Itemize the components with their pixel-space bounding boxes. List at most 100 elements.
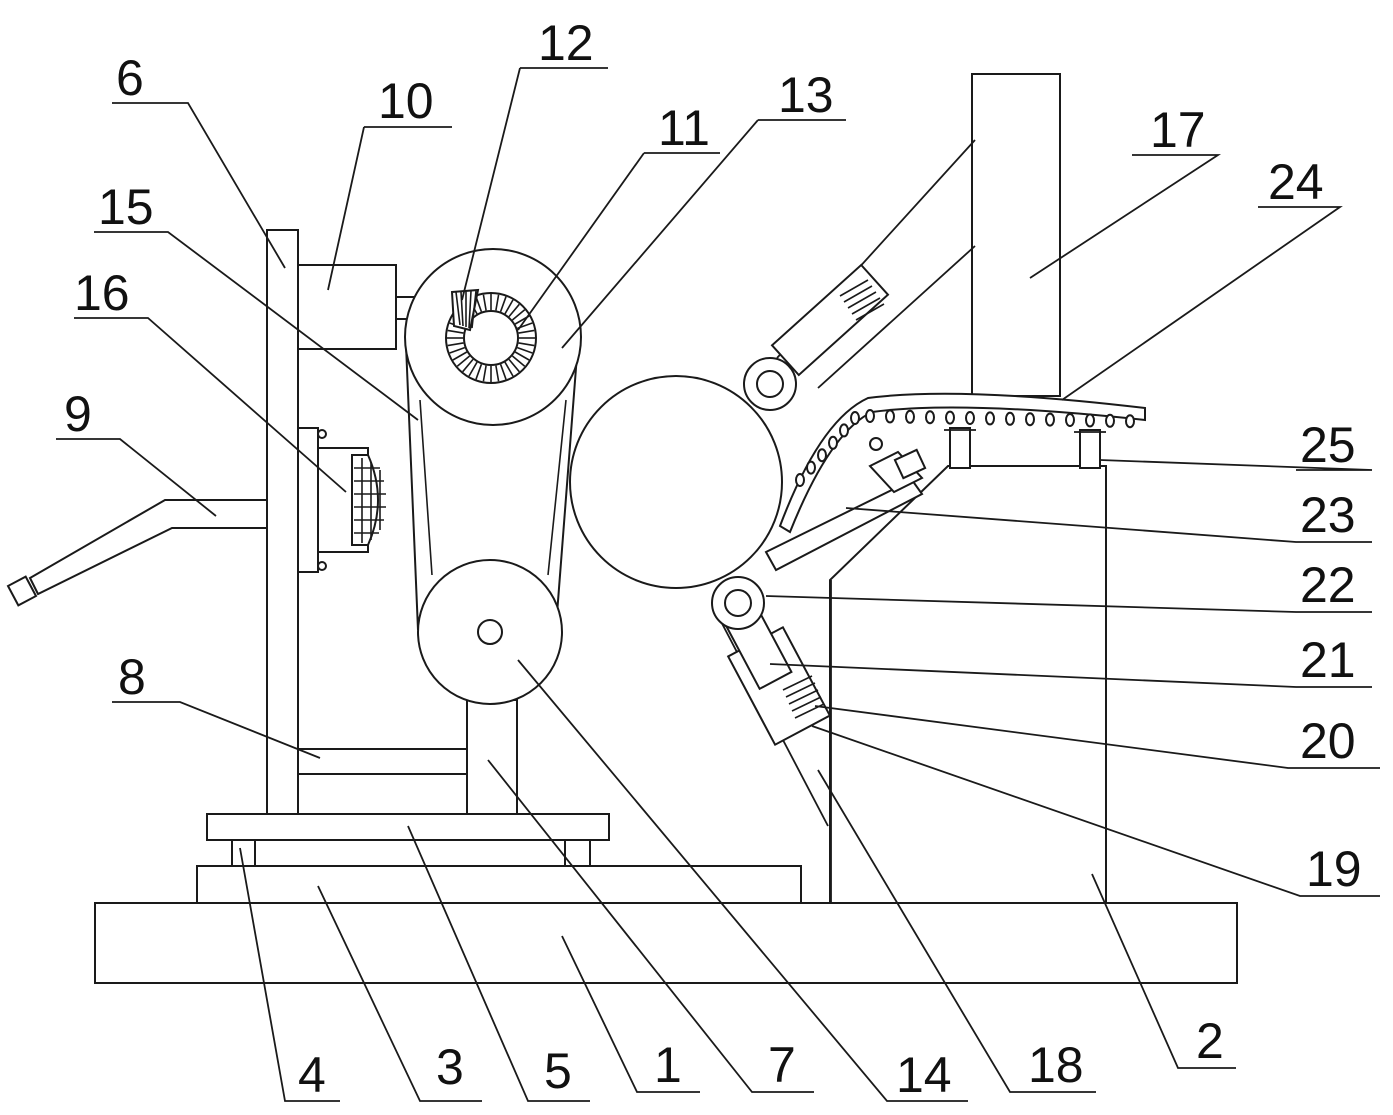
upper-press-sleeve: [770, 263, 890, 377]
column: [971, 73, 1061, 397]
support-column: [466, 699, 518, 815]
spray-hole: [828, 435, 838, 450]
gear-tooth: [499, 364, 507, 380]
main-roller: [569, 375, 783, 589]
gear-tooth: [508, 358, 520, 373]
spray-hole: [1105, 413, 1115, 428]
spray-nozzle: [868, 450, 924, 494]
label-14: 14: [896, 1047, 952, 1103]
gear-tooth: [517, 346, 533, 354]
lower-pulley-axle: [477, 619, 503, 645]
gear-tooth: [456, 355, 471, 367]
gear-tooth: [504, 361, 514, 377]
label-5: 5: [544, 1043, 572, 1099]
upper-press-spring: [839, 279, 885, 321]
spray-hole: [839, 423, 849, 438]
gear-tooth: [511, 355, 526, 367]
gear-tooth: [447, 329, 464, 334]
label-7: 7: [768, 1037, 796, 1093]
drive-belt: [405, 341, 579, 631]
spray-hole: [1025, 412, 1035, 427]
spray-hole: [1065, 413, 1075, 427]
gear-tooth: [482, 294, 487, 311]
label-21: 21: [1300, 632, 1356, 688]
gear-tooth: [495, 294, 500, 311]
gear-tooth: [447, 342, 464, 347]
label-16: 16: [74, 265, 130, 321]
spray-hole: [945, 410, 955, 425]
label-20: 20: [1300, 713, 1356, 769]
label-13: 13: [778, 67, 834, 123]
spray-hole: [1005, 411, 1015, 426]
gear-tooth: [449, 346, 465, 354]
label-6: 6: [116, 50, 144, 106]
small-gear-teeth: [455, 290, 477, 329]
base-plate: [94, 902, 1238, 984]
spray-hole: [905, 409, 915, 424]
slider-foot-left: [231, 839, 256, 867]
gear-tooth: [518, 329, 535, 334]
spray-hole: [965, 411, 975, 425]
right-housing: [829, 465, 1107, 904]
gear-tooth: [504, 299, 514, 315]
gear-tooth: [452, 351, 468, 361]
spray-hole: [985, 411, 995, 426]
spray-hole: [925, 410, 935, 425]
leader-lines: [56, 67, 1380, 1102]
lower-press-spring: [782, 675, 825, 719]
gear-tooth: [495, 365, 500, 382]
crossbar: [297, 748, 469, 775]
small-bevel-gear: [450, 288, 480, 332]
label-18: 18: [1028, 1037, 1084, 1093]
label-25: 25: [1300, 417, 1356, 473]
spray-hole: [817, 448, 827, 463]
gear-tooth: [482, 365, 487, 382]
label-3: 3: [436, 1039, 464, 1095]
label-23: 23: [1300, 487, 1356, 543]
label-8: 8: [118, 649, 146, 705]
gear-tooth: [499, 296, 507, 312]
gear-tooth: [514, 351, 530, 361]
gear-tooth: [508, 303, 520, 318]
spray-hole: [865, 409, 875, 423]
motor-housing: [297, 264, 397, 350]
gear-tooth: [511, 309, 526, 321]
gear-tooth: [518, 342, 535, 347]
handle-grip: [6, 575, 38, 607]
label-15: 15: [98, 179, 154, 235]
gear-tooth: [462, 358, 474, 373]
drive-belt-inner: [419, 399, 567, 576]
label-11: 11: [658, 100, 710, 156]
label-12: 12: [538, 15, 594, 71]
spray-hole: [806, 460, 816, 475]
handle: [28, 499, 268, 596]
label-19: 19: [1306, 841, 1362, 897]
fan-bolt-bottom: [317, 561, 327, 571]
lower-press-roller-hub: [724, 589, 752, 617]
nozzle-tip: [869, 437, 883, 451]
label-2: 2: [1196, 1013, 1224, 1069]
label-17: 17: [1150, 102, 1206, 158]
lower-slide-plate: [196, 865, 802, 904]
spray-hole: [1045, 412, 1055, 427]
curved-guide-plate: [778, 392, 1146, 534]
fan-bolt-top: [317, 429, 327, 439]
label-22: 22: [1300, 557, 1356, 613]
nozzle-body: [893, 448, 927, 480]
spray-hole: [795, 473, 805, 487]
guide-plate-holes: [795, 409, 1135, 487]
label-9: 9: [64, 386, 92, 442]
label-1: 1: [654, 1037, 682, 1093]
spray-hole: [1085, 413, 1095, 428]
label-4: 4: [298, 1047, 326, 1103]
plate-support-left: [949, 427, 971, 469]
spray-hole: [885, 409, 895, 424]
spray-hole: [1125, 414, 1135, 429]
gear-tooth: [468, 361, 478, 377]
plate-support-right: [1079, 429, 1101, 469]
vertical-frame-plate: [266, 229, 299, 815]
label-24: 24: [1268, 154, 1324, 210]
label-10: 10: [378, 73, 434, 129]
fan-grille-mesh: [354, 458, 386, 543]
